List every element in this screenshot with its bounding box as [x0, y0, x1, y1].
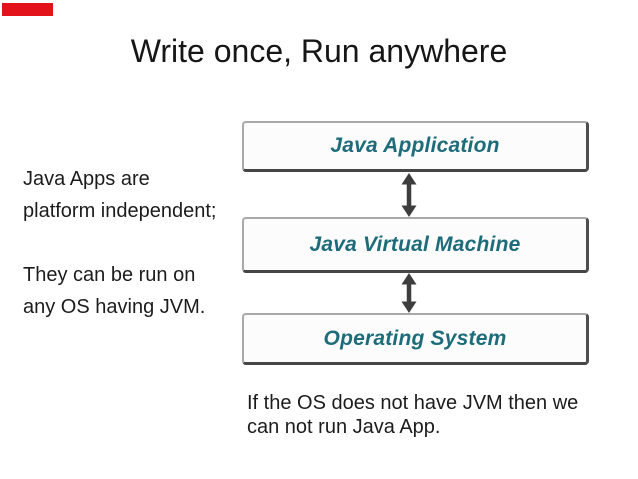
bottom-note-line: If the OS does not have JVM then we	[247, 392, 579, 414]
bottom-note: If the OS does not have JVM then we can …	[247, 391, 578, 439]
diagram-box-java-application: Java Application	[242, 121, 589, 172]
left-note-line: platform independent;	[23, 200, 217, 222]
left-note-line	[23, 227, 216, 259]
left-note-line: Java Apps are	[23, 168, 150, 190]
box-label: Operating System	[323, 326, 507, 350]
left-note-line: They can be run on	[23, 264, 196, 286]
left-note-line: any OS having JVM.	[23, 296, 206, 318]
diagram-box-java-virtual-machine: Java Virtual Machine	[242, 217, 589, 273]
double-arrow-icon	[396, 272, 422, 314]
red-bar	[2, 3, 53, 16]
box-label: Java Application	[330, 134, 500, 157]
left-note: Java Apps are platform independent; They…	[23, 163, 216, 323]
diagram-box-operating-system: Operating System	[242, 313, 589, 365]
box-label: Java Virtual Machine	[309, 232, 521, 256]
double-arrow-icon	[396, 172, 422, 218]
bottom-note-line: can not run Java App.	[247, 416, 441, 438]
slide-title: Write once, Run anywhere	[130, 33, 508, 69]
